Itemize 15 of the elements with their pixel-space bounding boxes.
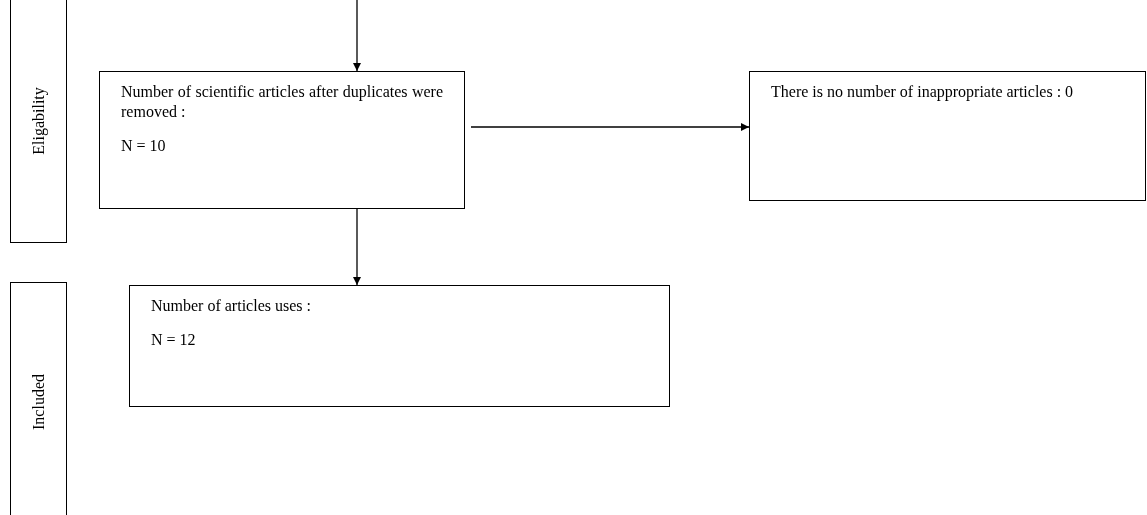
box-text: Number of articles uses : — [151, 296, 312, 316]
box-text: Number of scientific articles after duplicates were removed : — [121, 82, 443, 122]
stage-label: Included — [28, 374, 48, 430]
box-text: N = 12 — [151, 330, 197, 350]
box-text: There is no number of inappropriate articles : 0 — [771, 82, 1075, 102]
process-box — [749, 71, 1146, 201]
arrow — [353, 0, 361, 72]
arrow — [353, 208, 361, 286]
process-box — [99, 71, 465, 209]
arrow — [470, 123, 750, 131]
process-box — [129, 285, 670, 407]
stage-band — [10, 0, 67, 243]
stage-label: Eligability — [28, 86, 49, 155]
stage-band — [10, 282, 67, 515]
box-text: N = 10 — [121, 136, 167, 156]
